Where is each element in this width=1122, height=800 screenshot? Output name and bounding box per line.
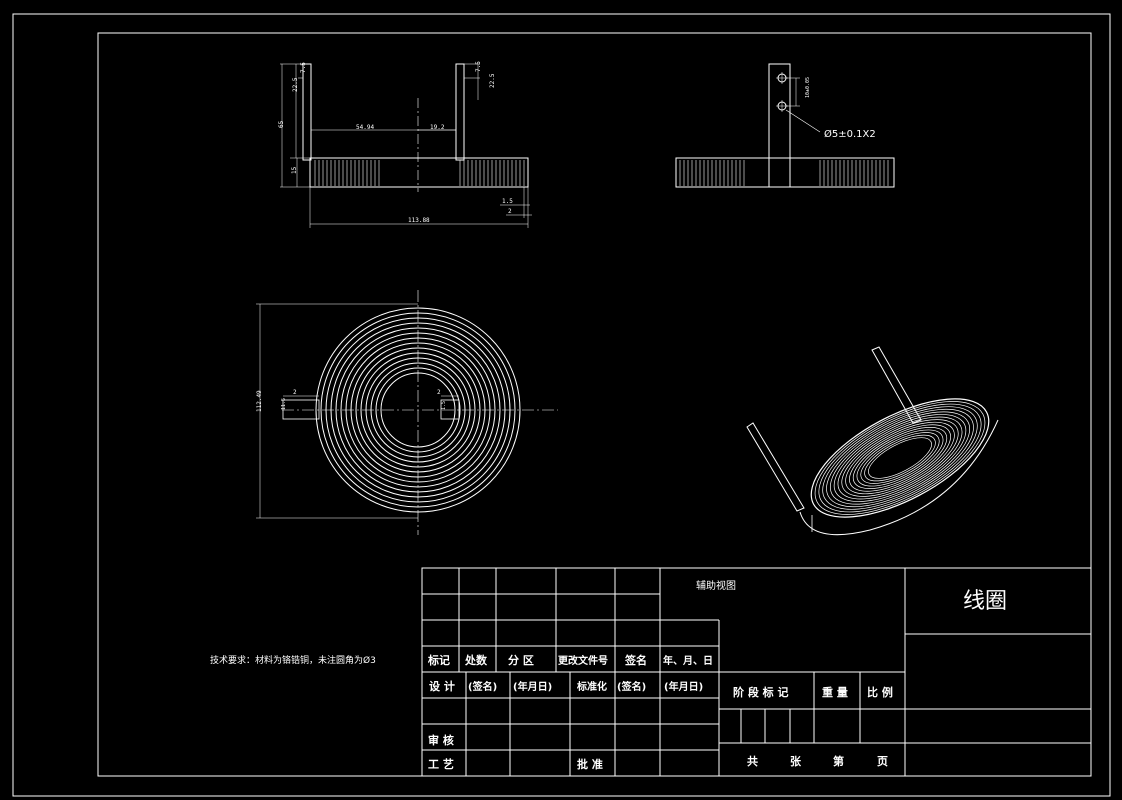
- part-name: 线圈: [963, 589, 1007, 614]
- dim-plan-tab-d: 1.5: [441, 401, 447, 410]
- plan-view: [256, 290, 558, 535]
- dim-tab-hole: 7.5: [300, 62, 307, 73]
- isometric-winding-ring: [826, 408, 974, 508]
- isometric-winding-ring: [852, 427, 948, 489]
- isometric-winding-ring: [829, 411, 971, 505]
- tb-sign-name: (签名): [468, 680, 497, 693]
- hole-callout: Ø5±0.1X2: [824, 128, 876, 140]
- dim-tab-height-right: 22.5: [489, 73, 496, 88]
- front-view-winding-right: [459, 160, 525, 186]
- tb-total: 共: [747, 754, 758, 768]
- tb-review: 审 核: [428, 733, 454, 747]
- outer-frame: [12, 13, 1111, 797]
- isometric-winding-ring: [833, 414, 967, 502]
- isometric-winding-ring: [814, 401, 986, 515]
- isometric-winding-ring: [864, 434, 936, 482]
- tb-hdr-mark: 标记: [427, 653, 450, 667]
- tb-design: 设 计: [429, 679, 455, 693]
- side-view-winding: [679, 160, 889, 186]
- isometric-winding-ring: [845, 421, 955, 495]
- isometric-winding-ring: [837, 416, 963, 500]
- isometric-winding-ring: [856, 429, 944, 487]
- isometric-winding-ring: [868, 437, 932, 479]
- isometric-winding-ring: [822, 406, 978, 510]
- tb-ymd2: (年月日): [664, 680, 703, 693]
- dim-body-height: 15: [291, 166, 298, 174]
- isometric-rings: [810, 398, 990, 518]
- dim-thickness-a: 1.5: [502, 198, 513, 205]
- tb-hdr-date: 年、月、日: [663, 654, 713, 667]
- tb-hdr-sign: 签名: [624, 653, 647, 667]
- aux-view-label: 辅助视图: [696, 579, 736, 592]
- tb-page: 页: [877, 755, 888, 768]
- tech-requirements-note: 技术要求：材料为铬锆铜，未注圆角为Ø3: [210, 654, 376, 666]
- isometric-view: [746, 346, 999, 536]
- tb-hdr-docno: 更改文件号: [558, 654, 608, 667]
- tb-scale: 比 例: [867, 685, 893, 699]
- tb-standardize: 标准化: [576, 680, 607, 693]
- isometric-lead-front: [746, 422, 805, 512]
- title-block: [421, 567, 1092, 777]
- tb-ymd: (年月日): [513, 680, 552, 693]
- dim-top-width: 54.94: [356, 124, 374, 131]
- tb-sheets: 张: [790, 754, 802, 768]
- tb-stage-mark: 阶 段 标 记: [733, 685, 789, 699]
- dim-side-hole-spacing: 10±0.05: [805, 77, 811, 98]
- side-view: [675, 63, 895, 188]
- dim-plan-tab-b: 11.5: [281, 398, 287, 410]
- dim-plan-tab-a: 2: [293, 389, 297, 396]
- tb-approve: 批 准: [577, 757, 603, 771]
- isometric-lead-back: [871, 346, 922, 424]
- isometric-winding-ring: [810, 398, 990, 518]
- tb-hdr-zone: 分 区: [508, 653, 534, 667]
- tb-sign-name2: (签名): [617, 680, 646, 693]
- dim-thickness-b: 2: [508, 208, 512, 215]
- tb-weight: 重 量: [822, 685, 848, 699]
- isometric-winding-ring: [818, 403, 982, 513]
- dim-plan-diameter: 112.49: [256, 390, 263, 412]
- tb-hdr-count: 处数: [464, 653, 488, 667]
- front-view: [280, 63, 532, 228]
- dim-tab-height: 22.5: [292, 77, 299, 92]
- isometric-winding-ring: [841, 419, 959, 497]
- isometric-winding-ring: [849, 424, 951, 492]
- dim-plan-tab-c: 2: [437, 389, 441, 396]
- dim-gap: 19.2: [430, 124, 445, 131]
- isometric-winding-ring: [860, 432, 940, 484]
- tb-process: 工 艺: [428, 757, 454, 771]
- dim-overall-width: 113.88: [408, 217, 430, 224]
- tb-sheet-no: 第: [833, 754, 844, 768]
- front-view-winding-left: [314, 160, 380, 186]
- dim-tab-hole-right: 7.5: [475, 61, 482, 72]
- dim-height-total: 65: [278, 120, 285, 128]
